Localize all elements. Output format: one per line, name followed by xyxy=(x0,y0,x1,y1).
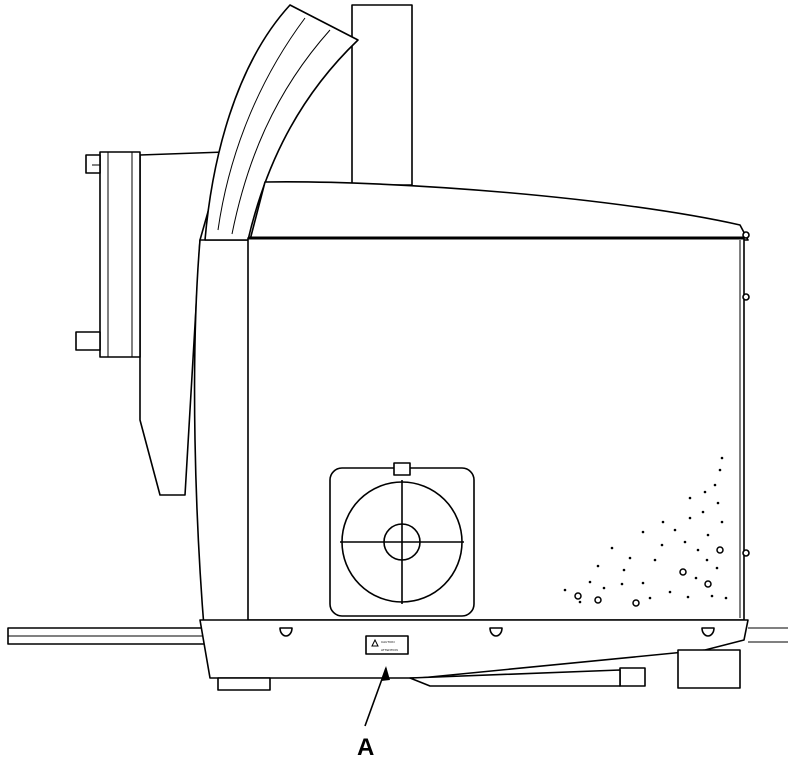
callout-a: A xyxy=(357,666,390,761)
vent-hole xyxy=(622,568,626,572)
vent-hole xyxy=(610,546,614,550)
vent-hole xyxy=(648,596,652,600)
vent-hole xyxy=(628,556,632,560)
front-shell xyxy=(193,239,251,641)
vent-hole xyxy=(641,581,645,585)
vent-hole xyxy=(688,516,692,520)
base-chassis xyxy=(199,619,788,691)
ventilation-holes xyxy=(563,456,728,607)
vent-hole xyxy=(716,546,724,554)
vent-hole xyxy=(594,596,602,604)
vent-hole xyxy=(563,588,567,592)
vent-hole xyxy=(596,564,600,568)
main-body-panel xyxy=(247,231,750,621)
rear-column xyxy=(351,4,413,186)
vent-hole xyxy=(718,468,722,472)
callout-label-a: A xyxy=(357,734,374,761)
vent-hole xyxy=(703,490,707,494)
vent-hole xyxy=(694,576,698,580)
top-cover xyxy=(249,181,749,241)
fan-grille xyxy=(329,462,475,617)
vent-hole xyxy=(704,580,712,588)
vent-hole xyxy=(660,543,664,547)
vent-hole xyxy=(668,590,672,594)
vent-hole xyxy=(715,566,719,570)
vent-hole xyxy=(620,582,624,586)
vent-hole xyxy=(696,548,700,552)
warning-label-line2: ATTENTION xyxy=(381,648,398,652)
vent-hole xyxy=(710,594,714,598)
vent-hole xyxy=(706,533,710,537)
vent-hole xyxy=(688,496,692,500)
vent-hole xyxy=(720,456,724,460)
vent-hole xyxy=(720,520,724,524)
vent-hole xyxy=(653,558,657,562)
base-foot-plate xyxy=(7,627,209,645)
warning-label: CAUTION ATTENTION xyxy=(365,635,409,655)
vent-hole xyxy=(705,558,709,562)
warning-label-line1: CAUTION xyxy=(381,640,395,644)
vent-hole xyxy=(588,580,592,584)
vent-hole xyxy=(724,596,728,600)
vent-hole xyxy=(661,520,665,524)
vent-hole xyxy=(578,600,582,604)
vent-hole xyxy=(602,586,606,590)
vent-hole xyxy=(574,592,582,600)
vent-hole xyxy=(713,483,717,487)
vent-hole xyxy=(632,599,640,607)
vent-hole xyxy=(716,501,720,505)
vent-hole xyxy=(701,510,705,514)
rear-mounting-plate xyxy=(75,151,141,358)
vent-hole xyxy=(673,528,677,532)
vent-hole xyxy=(686,595,690,599)
vent-hole xyxy=(641,530,645,534)
vent-hole xyxy=(679,568,687,576)
vent-hole xyxy=(683,540,687,544)
